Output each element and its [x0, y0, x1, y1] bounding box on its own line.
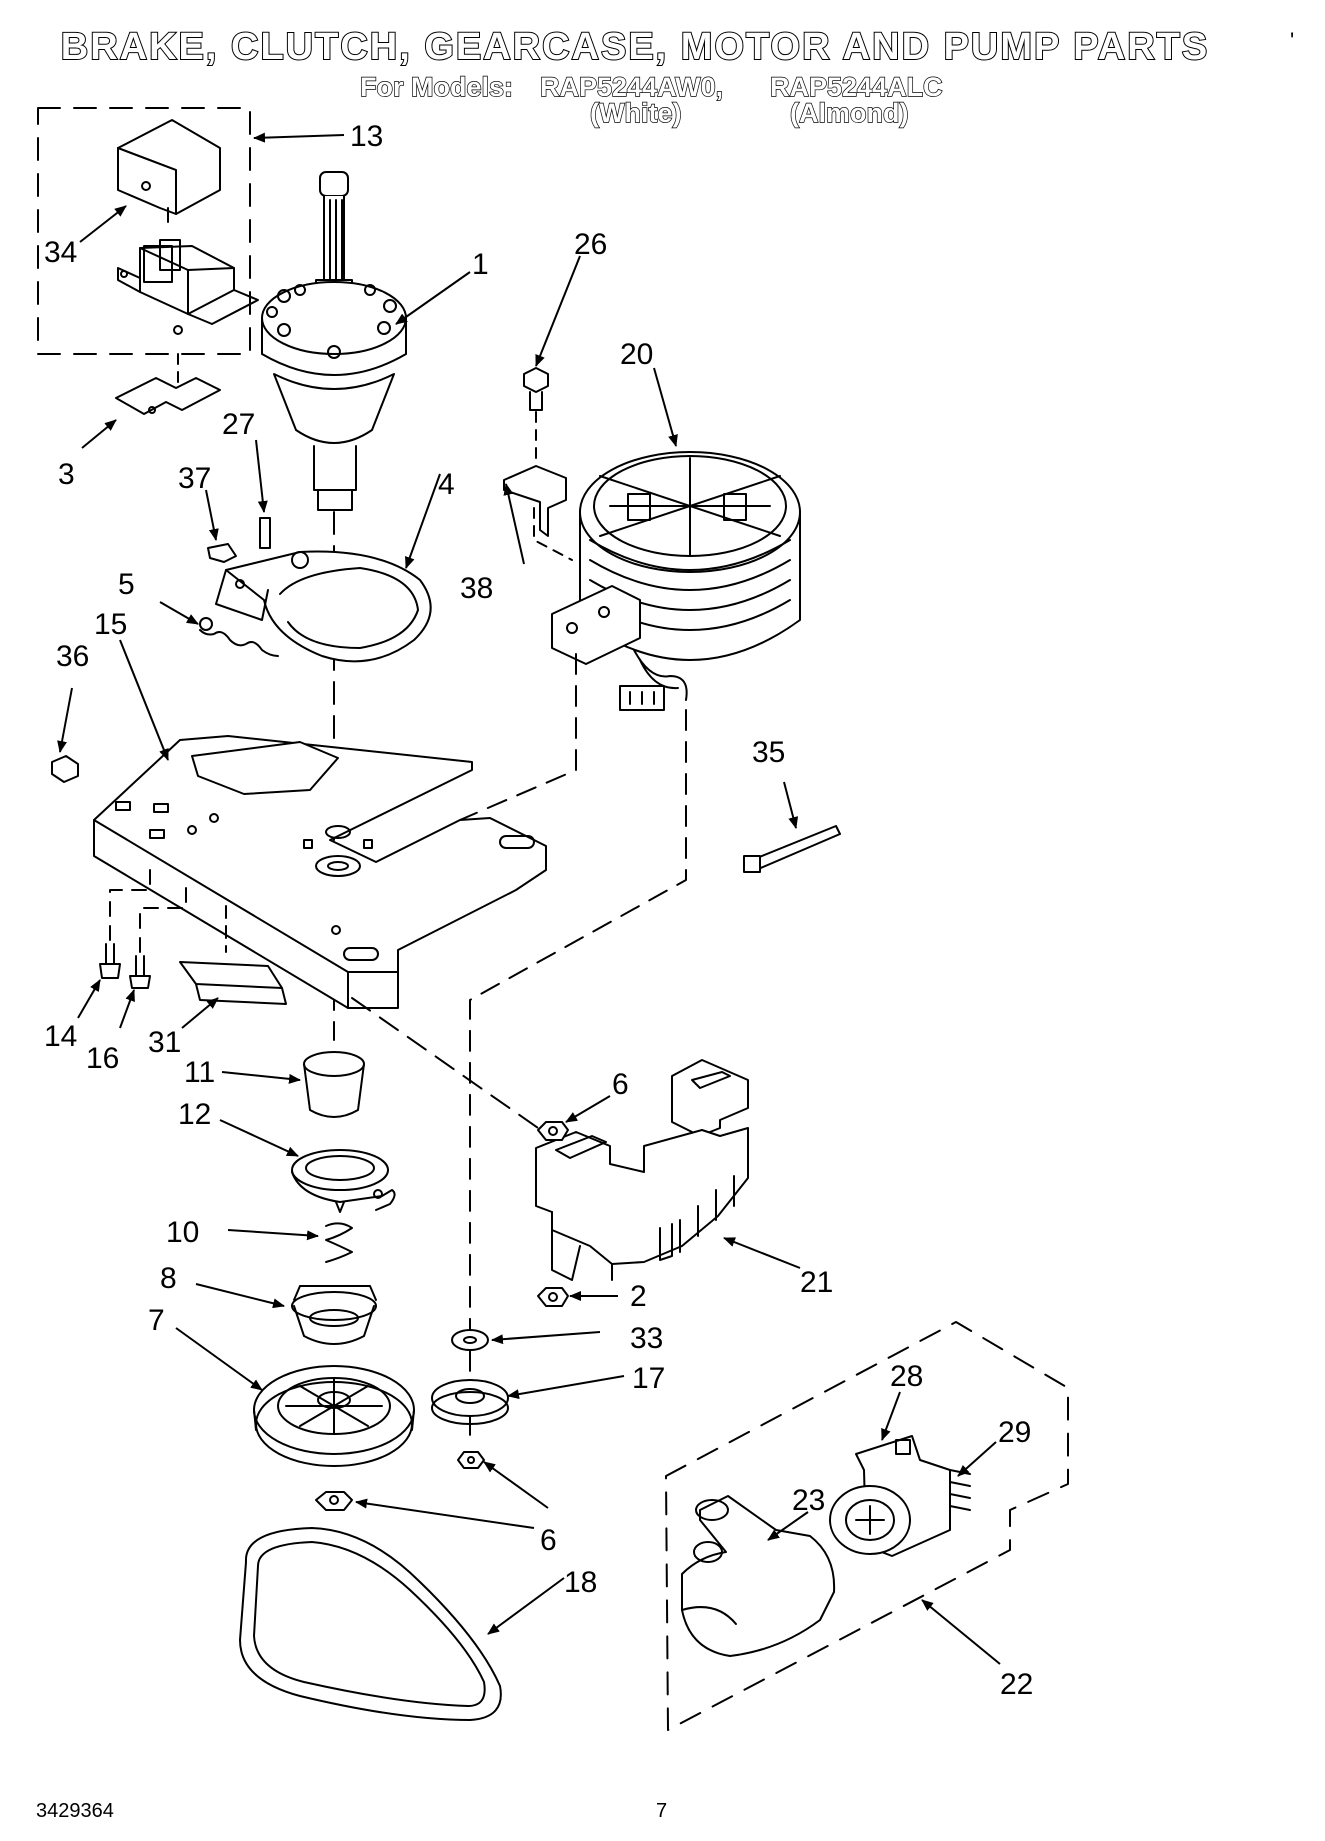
bracket-guide: [533, 507, 573, 561]
model-2-color: (Almond): [789, 97, 909, 128]
screws-14-16: [99, 861, 187, 989]
callout-6-lower: 6: [540, 1524, 557, 1557]
callout-15: 15: [94, 608, 127, 641]
tie-strap-35: [743, 825, 841, 873]
doc-number: 3429364: [36, 1800, 114, 1822]
pin-27: [259, 517, 271, 549]
callout-14: 14: [44, 1020, 77, 1053]
page-number: 7: [656, 1800, 668, 1822]
nut-2: [537, 1287, 569, 1307]
nut-6-pulley: [457, 1451, 485, 1469]
callout-26: 26: [574, 228, 607, 261]
callout-2: 2: [630, 1280, 647, 1313]
bracket-38: [503, 465, 567, 537]
mounting-plate-15: [93, 735, 547, 1009]
nut-6-lower: [315, 1491, 353, 1511]
leader-lines: [57, 132, 1001, 1665]
bracket-3: [115, 353, 221, 415]
callout-31: 31: [148, 1026, 181, 1059]
brake-band-4: [215, 550, 432, 663]
motor-20: [551, 451, 801, 711]
belt-18: [239, 1527, 502, 1721]
callout-21: 21: [800, 1266, 833, 1299]
callout-11: 11: [184, 1056, 215, 1089]
nut-6-upper: [537, 1121, 569, 1141]
spring-10: [325, 1222, 353, 1263]
model-1: RAP5244AW0,: [539, 71, 724, 102]
spring-hook: [199, 617, 213, 631]
callout-12: 12: [178, 1098, 211, 1131]
pump-kit-22-box: [665, 1321, 1069, 1731]
model-1-color: (White): [589, 97, 682, 128]
callout-4: 4: [438, 468, 455, 501]
washer-33: [451, 1329, 489, 1351]
motor-guide-right: [469, 709, 687, 1441]
callout-3: 3: [58, 458, 75, 491]
clip-37: [207, 543, 237, 563]
callout-8: 8: [160, 1262, 177, 1295]
callout-7: 7: [148, 1304, 165, 1337]
callout-38: 38: [460, 572, 493, 605]
collar-12: [291, 1149, 396, 1213]
gearcase-1: [261, 171, 407, 511]
housing-21: [535, 1059, 749, 1281]
callout-29: 29: [998, 1416, 1031, 1449]
callout-22: 22: [1000, 1668, 1033, 1701]
bushing-11: [303, 1051, 365, 1118]
callout-17: 17: [632, 1362, 665, 1395]
models-prefix: For Models:: [359, 71, 513, 102]
callout-5: 5: [118, 568, 135, 601]
pump-motor-28: [829, 1435, 951, 1557]
callout-27: 27: [222, 408, 255, 441]
callout-35: 35: [752, 736, 785, 769]
pulley-7: [253, 1365, 415, 1467]
motor-guide-left: [459, 653, 577, 821]
callout-23: 23: [792, 1484, 825, 1517]
screw-26: [523, 367, 549, 467]
callout-18: 18: [564, 1566, 597, 1599]
cover-34: [117, 119, 221, 223]
callout-33: 33: [630, 1322, 663, 1355]
callout-28: 28: [890, 1360, 923, 1393]
page-title: BRAKE, CLUTCH, GEARCASE, MOTOR AND PUMP …: [60, 25, 1210, 69]
callout-1: 1: [472, 248, 489, 281]
bolt-36: [51, 755, 79, 783]
relay: [117, 239, 259, 335]
callout-13: 13: [350, 120, 383, 153]
corner-mark: ': [1290, 28, 1295, 53]
callout-34: 34: [44, 236, 77, 269]
callout-labels: 13 34 3 1 27 37 4 5 15 36 26 20 38 35 14…: [44, 120, 1033, 1701]
callout-10: 10: [166, 1216, 199, 1249]
terminals-29: [949, 1469, 971, 1511]
callout-36: 36: [56, 640, 89, 673]
callout-6-upper: 6: [612, 1068, 629, 1101]
plate-guide: [351, 997, 539, 1129]
hub-8: [291, 1285, 377, 1345]
callout-37: 37: [178, 462, 211, 495]
kit-13-box: [37, 107, 251, 355]
callout-20: 20: [620, 338, 653, 371]
pump-body-23: [681, 1495, 836, 1657]
pads-31: [179, 905, 287, 1005]
spring-5: [199, 629, 279, 657]
callout-16: 16: [86, 1042, 119, 1075]
model-2: RAP5244ALC: [769, 71, 943, 102]
